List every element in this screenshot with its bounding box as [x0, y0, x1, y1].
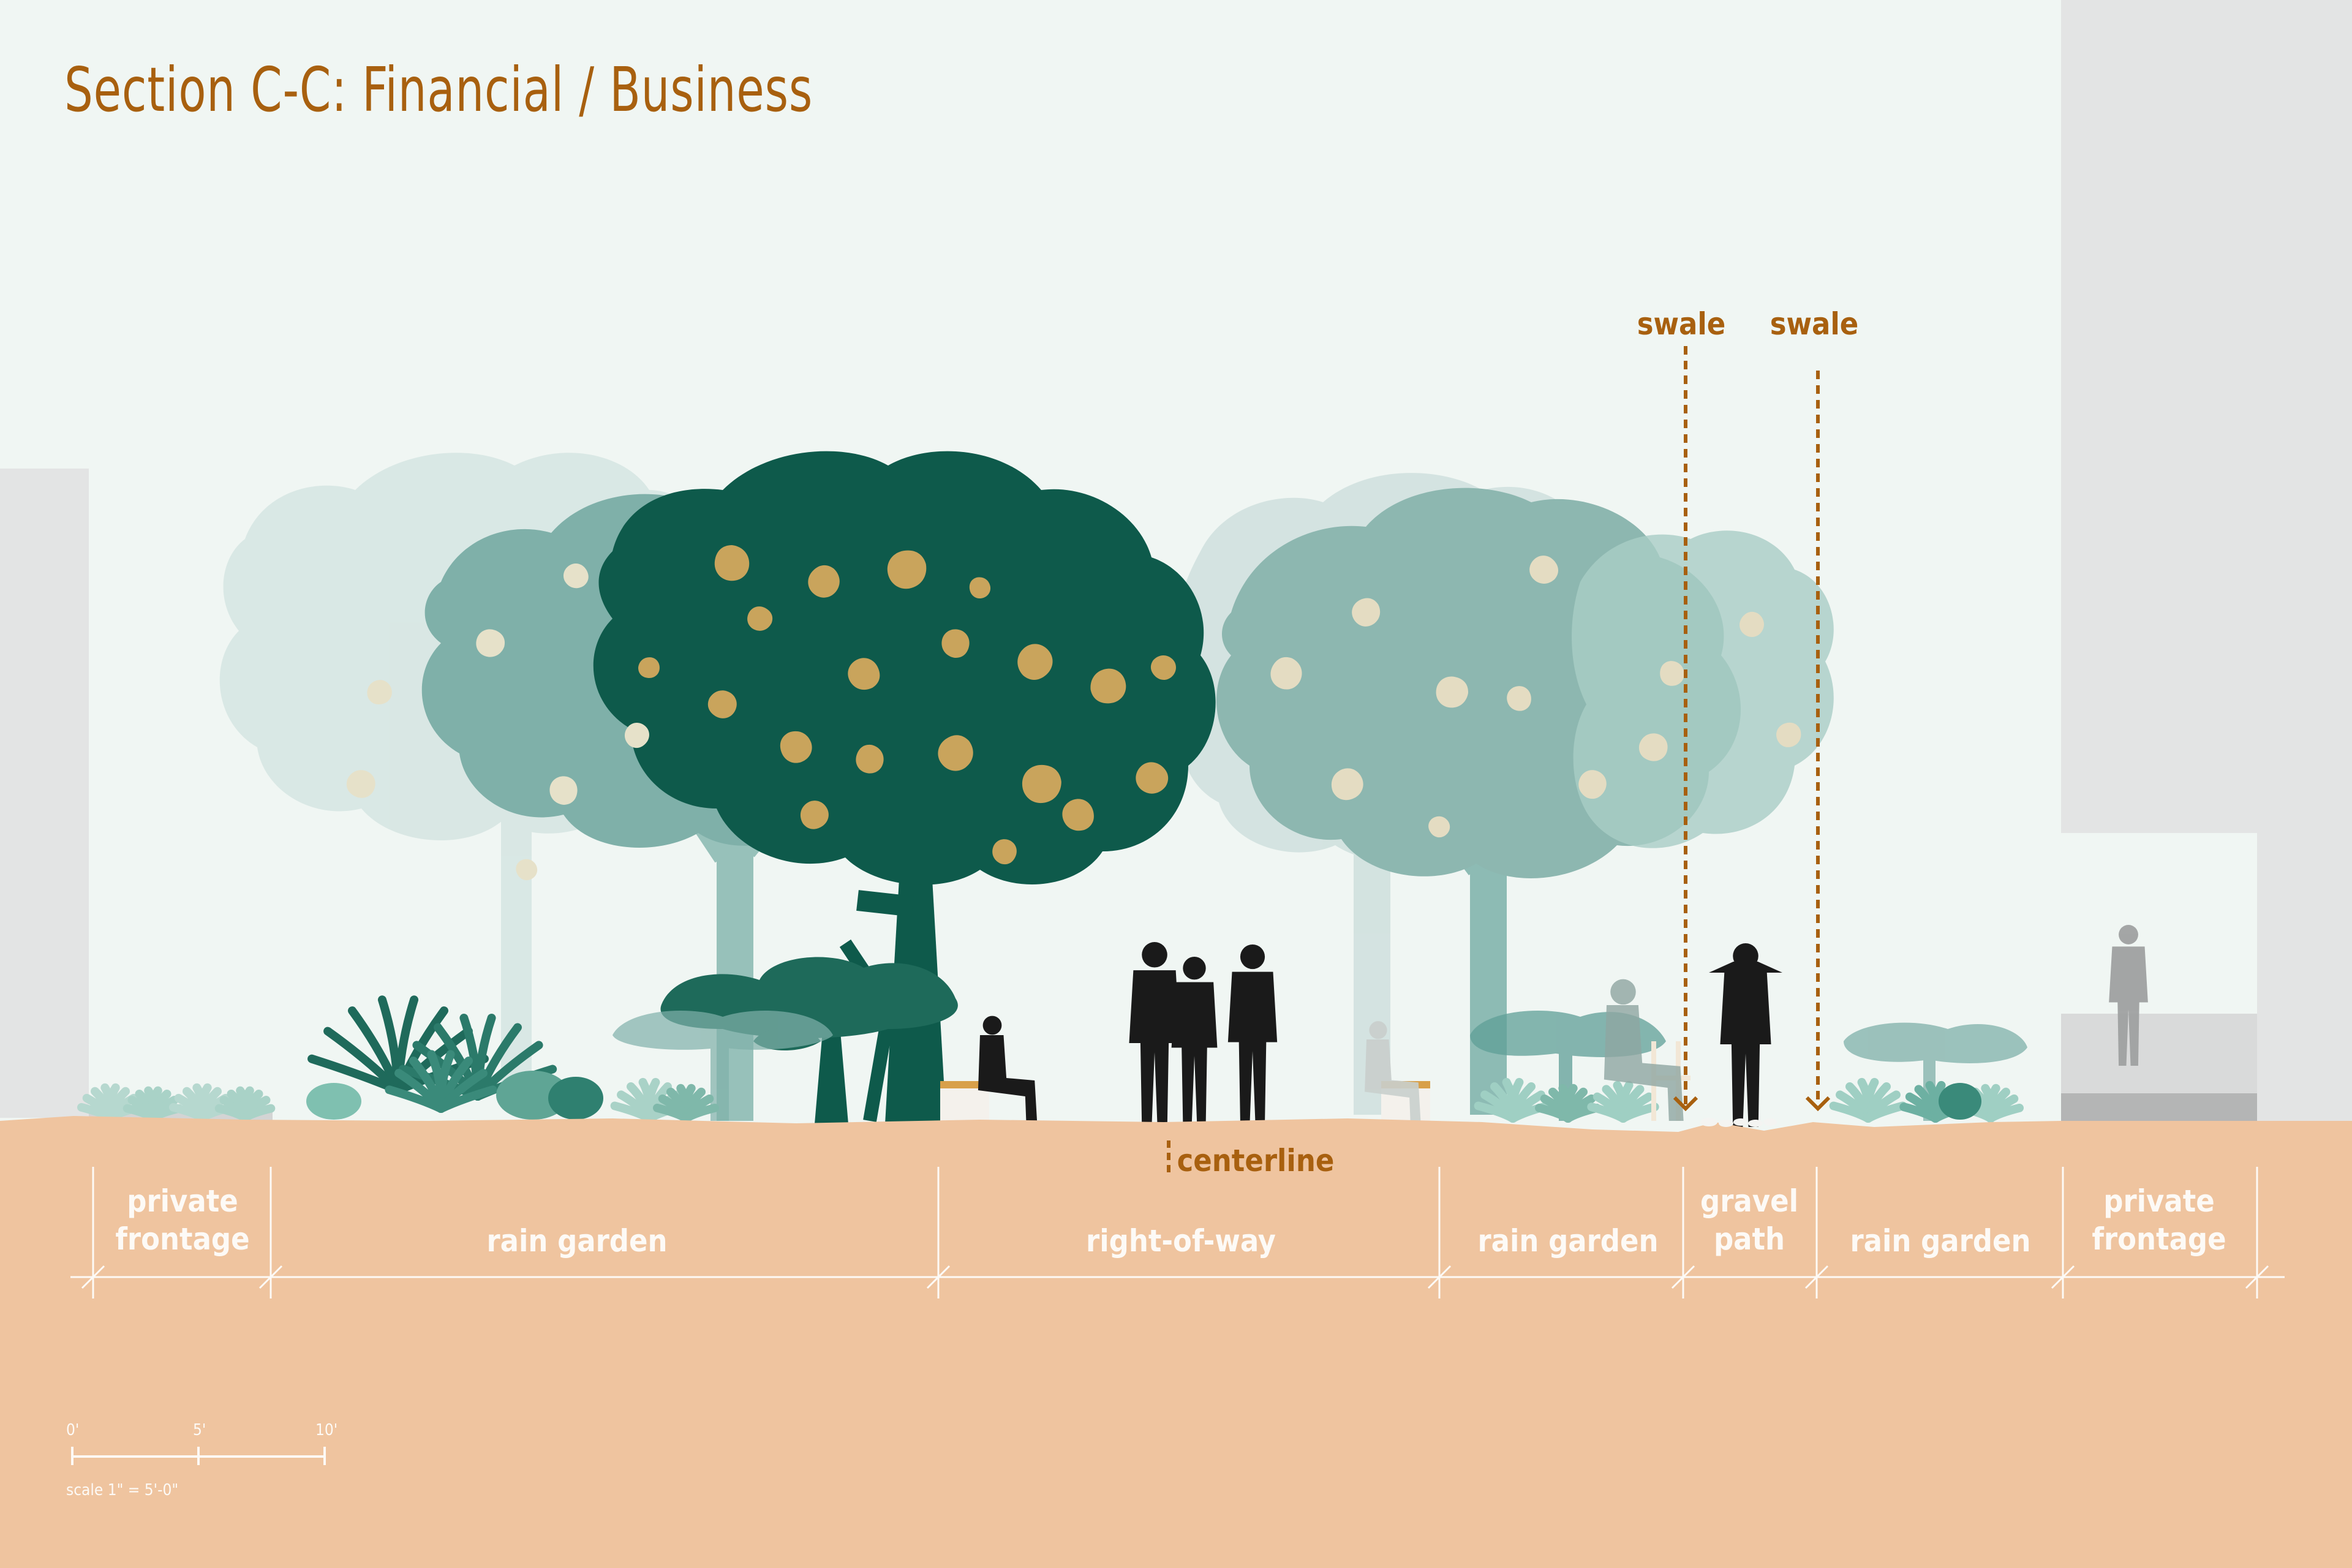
person-silhouette	[1604, 979, 1684, 1121]
person-silhouette	[2109, 925, 2148, 1066]
scale-tick-10: 10'	[315, 1421, 338, 1439]
plant	[123, 1086, 184, 1122]
left-building	[0, 469, 273, 1122]
scale-label: scale 1" = 5'-0"	[66, 1481, 179, 1499]
scale-bar	[71, 1447, 326, 1465]
scale-tick-0: 0'	[66, 1421, 80, 1439]
plant	[169, 1083, 235, 1122]
zone-label-line: rain garden	[486, 1223, 668, 1259]
swale-guide-lines	[1167, 346, 1831, 1176]
swale-label-left: swale	[1637, 306, 1726, 342]
swale-label-right: swale	[1770, 306, 1859, 342]
hat	[1709, 962, 1782, 973]
shrub	[1939, 1083, 1981, 1120]
zone-label-rain-garden-center: rain garden	[1477, 1222, 1658, 1260]
zone-label-rain-garden-left: rain garden	[486, 1222, 667, 1260]
person-silhouette	[1171, 957, 1218, 1122]
zone-label-right-of-way: right-of-way	[1086, 1222, 1276, 1260]
zone-label-line: private	[2103, 1183, 2215, 1219]
person-silhouette	[1365, 1021, 1421, 1121]
scale-tick-5: 5'	[193, 1421, 206, 1439]
shrub	[306, 1083, 361, 1120]
plant	[1829, 1077, 1907, 1123]
ground-section	[0, 1116, 2352, 1568]
understory-tree-faded-left	[612, 1011, 833, 1121]
person-silhouette	[1129, 942, 1180, 1126]
zone-label-line: right-of-way	[1086, 1223, 1276, 1259]
zone-label-line: private	[127, 1183, 238, 1219]
zone-label-private-frontage-right: private frontage	[2092, 1182, 2226, 1258]
person-silhouette	[978, 1016, 1038, 1121]
centerline-label: centerline	[1177, 1143, 1335, 1178]
mid-tree-far-right	[1572, 530, 1834, 848]
zone-label-gravel-path: gravel path	[1700, 1182, 1798, 1258]
plant	[1958, 1084, 2024, 1123]
zone-label-line: frontage	[115, 1221, 250, 1257]
plant	[214, 1086, 276, 1122]
gravel-stones	[1700, 1118, 1777, 1127]
dimension-line	[70, 1167, 2285, 1298]
plant	[1587, 1080, 1659, 1123]
zone-label-line: rain garden	[1850, 1223, 2031, 1259]
plant	[1474, 1077, 1552, 1123]
zone-label-line: frontage	[2092, 1221, 2226, 1257]
zone-label-private-frontage-left: private frontage	[115, 1182, 249, 1258]
right-building	[2061, 0, 2352, 1127]
rain-garden-plantings	[77, 995, 2024, 1123]
zone-label-line: path	[1713, 1221, 1785, 1257]
zone-label-line: rain garden	[1477, 1223, 1659, 1259]
plant	[385, 1050, 497, 1113]
section-title: Section C-C: Financial / Business	[64, 54, 813, 126]
people-silhouettes	[978, 925, 2148, 1127]
plant	[653, 1084, 719, 1123]
shrub	[548, 1077, 603, 1120]
person-silhouette	[1227, 944, 1278, 1122]
zone-label-line: gravel	[1700, 1183, 1798, 1219]
zone-label-rain-garden-right: rain garden	[1850, 1222, 2030, 1260]
